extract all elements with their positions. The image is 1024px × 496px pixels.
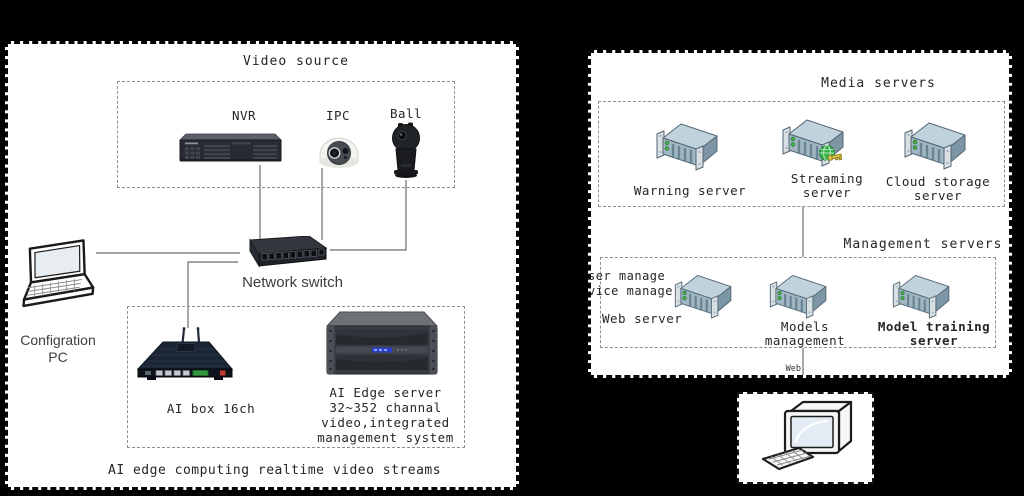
user-manage-note: ser manage (588, 269, 666, 283)
models-management-server-icon (769, 274, 827, 319)
models-label-line2: management (764, 333, 846, 348)
web-link-label: Web (785, 364, 801, 374)
web-server-label: Web server (602, 311, 683, 326)
streaming-server-label-line1: Streaming (790, 171, 864, 186)
streaming-server-icon (781, 118, 845, 167)
edge-panel-caption: AI edge computing realtime video streams (108, 463, 442, 478)
management-servers-group (600, 257, 996, 348)
configuration-pc-laptop-icon (22, 239, 95, 308)
warning-server-icon (655, 122, 719, 171)
ball-ptz-camera-icon (392, 122, 420, 178)
configuration-pc-label-line1: Configration (20, 332, 96, 348)
model-training-server-icon (892, 274, 950, 319)
ipc-label: IPC (325, 108, 351, 123)
models-label-line1: Models (780, 319, 830, 334)
ball-camera-label: Ball (389, 106, 423, 121)
ipc-dome-camera-icon (319, 137, 359, 168)
ai-box-label: AI box 16ch (166, 401, 256, 416)
edge-computing-panel: Video source NVR IPC (5, 41, 519, 490)
video-source-title: Video source (243, 54, 349, 69)
nvr-label: NVR (231, 108, 257, 123)
client-pc-icon (761, 400, 853, 471)
cloud-storage-server-icon (903, 121, 967, 170)
media-servers-title: Media servers (821, 76, 936, 91)
ai-edge-server-label-line2: 32~352 channal (329, 400, 442, 415)
media-servers-group (598, 101, 1005, 207)
ai-edge-server-label-line4: management system (317, 430, 454, 445)
nvr-device-icon (179, 133, 282, 162)
client-pc-panel (737, 392, 874, 484)
ai-edge-group (127, 306, 465, 448)
training-label-line1: Model training (877, 319, 991, 334)
warning-server-label: Warning server (633, 183, 747, 198)
ai-edge-server-label-line1: AI Edge server (329, 385, 442, 400)
management-servers-title: Management servers (843, 237, 1003, 252)
ai-box-icon (136, 327, 234, 380)
network-switch-icon (249, 236, 328, 268)
ai-edge-server-icon (325, 311, 439, 375)
training-label-line2: server (909, 333, 959, 348)
device-manage-note: vice manage (588, 283, 673, 298)
web-server-icon (674, 274, 732, 319)
streaming-server-label-line2: server (802, 185, 852, 200)
network-switch-label: Network switch (242, 274, 343, 291)
configuration-pc-label-line2: PC (48, 349, 68, 365)
cloud-storage-label-line1: Cloud storage (885, 174, 991, 189)
cloud-storage-label-line2: server (913, 188, 963, 203)
ai-edge-server-label-line3: video,integrated (321, 415, 450, 430)
video-source-group (117, 81, 455, 188)
